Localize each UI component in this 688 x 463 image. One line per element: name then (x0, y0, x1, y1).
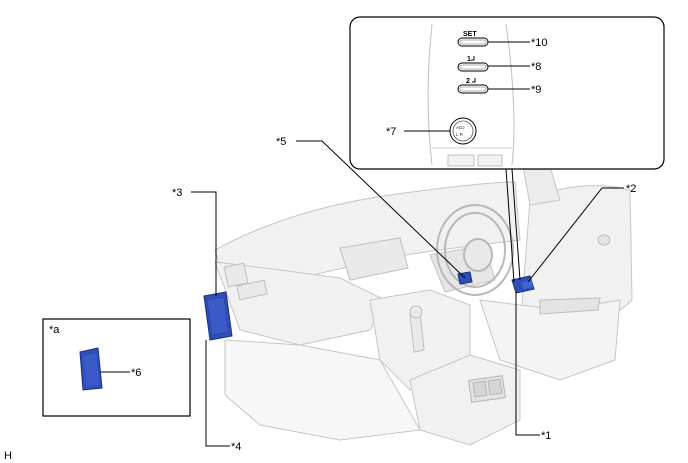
callout-10: *10 (531, 37, 548, 49)
dashboard-illustration (214, 149, 633, 446)
callout-8: *8 (531, 61, 541, 73)
figure-code: H (4, 450, 12, 462)
callout-1: *1 (541, 430, 551, 442)
svg-text:L R: L R (456, 132, 464, 137)
switch-panel-inset (349, 16, 665, 170)
callout-labels: *10 *8 *9 *7 *5 *3 *4 *2 *1 *6 *a H (4, 37, 636, 462)
detail-inset-a (42, 318, 191, 417)
set-button-label: SET (463, 31, 477, 38)
callout-7: *7 (386, 126, 396, 138)
memory-2-label: 2 (466, 78, 470, 85)
rear-vent (468, 375, 506, 403)
component-3-4 (203, 291, 233, 341)
callout-5: *5 (276, 136, 286, 148)
callout-4: *4 (231, 441, 241, 453)
callout-3: *3 (172, 187, 182, 199)
steering-wheel (436, 204, 514, 296)
door-details (539, 234, 611, 315)
memory-1-button: 1 (457, 56, 489, 72)
svg-text:ADJ: ADJ (456, 125, 465, 130)
component-1-2 (511, 275, 535, 294)
center-stack (223, 237, 425, 353)
mirror-control-knob: ADJ L R (449, 117, 477, 145)
memory-1-label: 1 (467, 56, 471, 63)
callout-2: *2 (626, 183, 636, 195)
callout-6: *6 (131, 367, 141, 379)
callout-9: *9 (531, 84, 541, 96)
leader-lines (100, 41, 624, 447)
callout-a: *a (49, 324, 60, 336)
